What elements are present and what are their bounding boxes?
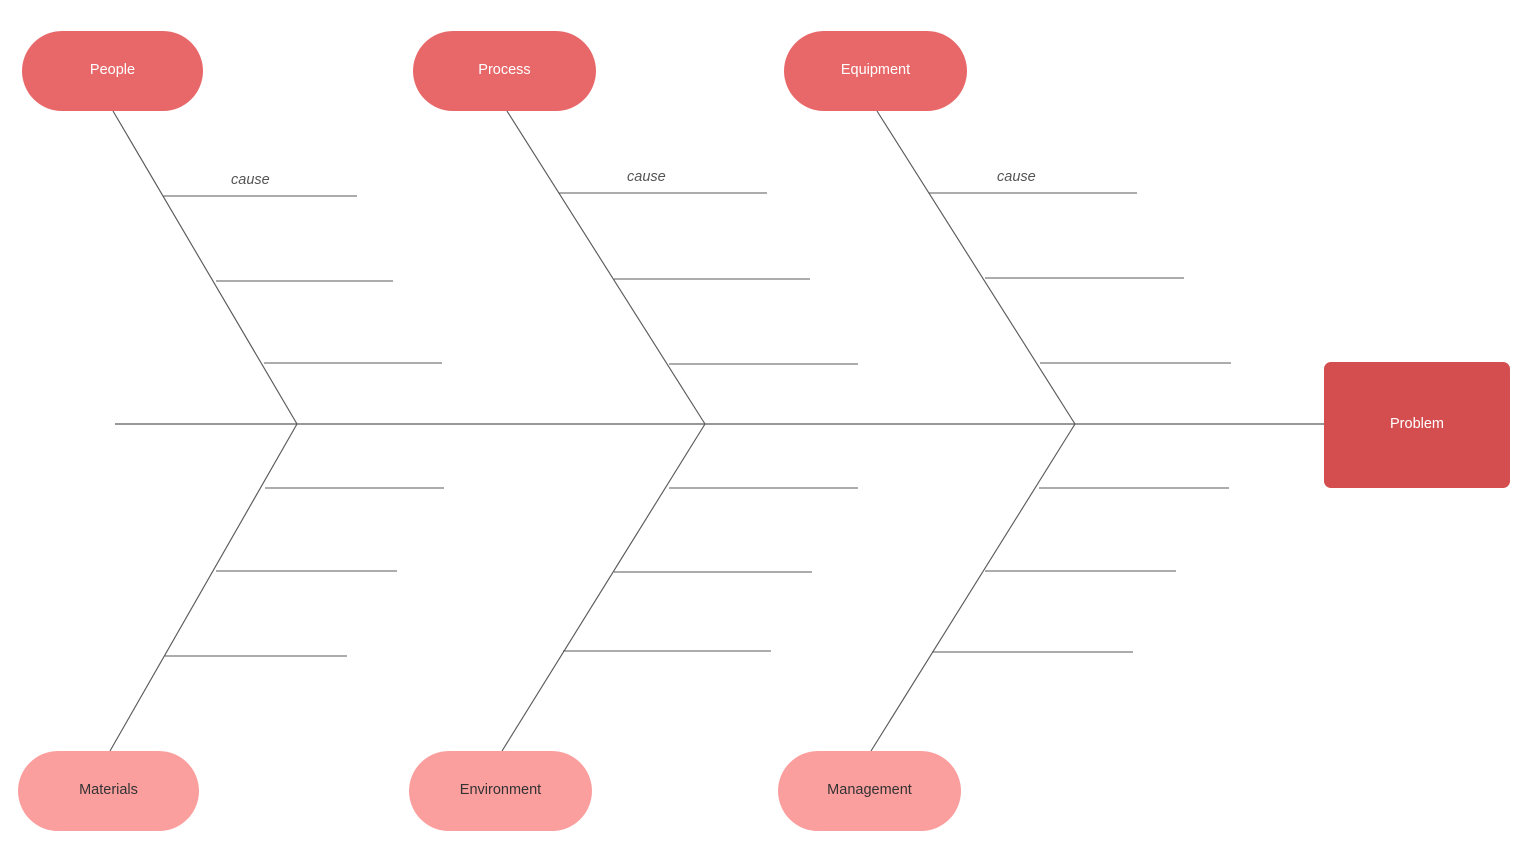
category-box-management[interactable]: Management xyxy=(778,751,961,831)
category-box-materials[interactable]: Materials xyxy=(18,751,199,831)
category-box-process[interactable]: Process xyxy=(413,31,596,111)
category-label-environment: Environment xyxy=(459,782,542,799)
cause-label-process: cause xyxy=(627,169,666,185)
bones-group xyxy=(109,110,1324,752)
cause-label-people: cause xyxy=(231,172,270,188)
bone-equipment xyxy=(876,110,1076,425)
category-label-equipment: Equipment xyxy=(840,62,911,79)
category-label-people: People xyxy=(89,62,136,79)
bone-people xyxy=(112,110,298,425)
category-label-materials: Materials xyxy=(79,782,138,799)
category-label-management: Management xyxy=(827,782,912,799)
bone-management xyxy=(870,423,1076,752)
category-box-people[interactable]: People xyxy=(22,31,203,111)
category-box-environment[interactable]: Environment xyxy=(409,751,592,831)
bone-environment xyxy=(501,423,706,752)
problem-label: Problem xyxy=(1390,416,1444,433)
bone-process xyxy=(506,110,706,425)
category-box-equipment[interactable]: Equipment xyxy=(784,31,967,111)
bone-materials xyxy=(109,423,298,752)
problem-box[interactable]: Problem xyxy=(1324,362,1510,488)
cause-label-equipment: cause xyxy=(997,169,1036,185)
category-label-process: Process xyxy=(478,62,531,79)
